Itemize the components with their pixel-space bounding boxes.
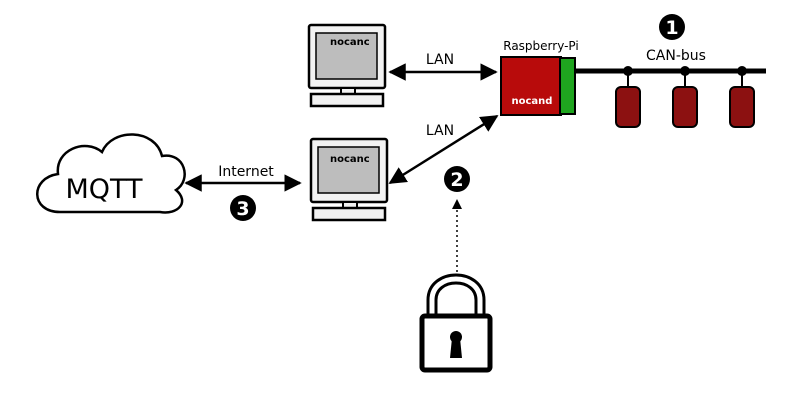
can-node-1	[615, 66, 641, 128]
can-node-2	[672, 66, 698, 128]
can-node-3	[729, 66, 755, 128]
svg-text:2: 2	[450, 169, 463, 191]
lan-bottom-link: LAN	[388, 114, 499, 185]
svg-text:1: 1	[665, 17, 678, 39]
marker-1: 1	[659, 14, 685, 40]
padlock-icon	[419, 273, 493, 373]
internet-link: Internet	[184, 164, 302, 192]
computer-top-screen-label: nocanc	[330, 37, 370, 48]
mqtt-label: MQTT	[65, 174, 143, 205]
mqtt-cloud: MQTT	[36, 133, 186, 214]
lan-bottom-label: LAN	[426, 123, 454, 139]
marker-2: 2	[444, 166, 470, 192]
lan-top-link: LAN	[388, 52, 498, 81]
raspberry-title: Raspberry-Pi	[503, 39, 578, 53]
raspberry-board-label: nocand	[512, 96, 553, 107]
lan-top-label: LAN	[426, 52, 454, 68]
security-arrow	[452, 199, 462, 272]
raspberry-pi: Raspberry-Pi nocand	[500, 39, 579, 116]
computer-bottom-screen-label: nocanc	[330, 154, 370, 165]
can-bus-label: CAN-bus	[646, 48, 706, 64]
svg-text:3: 3	[236, 198, 249, 220]
computer-bottom: nocanc	[309, 137, 389, 222]
can-bus: CAN-bus	[575, 48, 766, 128]
marker-3: 3	[230, 195, 256, 221]
computer-top: nocanc	[307, 23, 387, 108]
internet-label: Internet	[218, 164, 274, 180]
